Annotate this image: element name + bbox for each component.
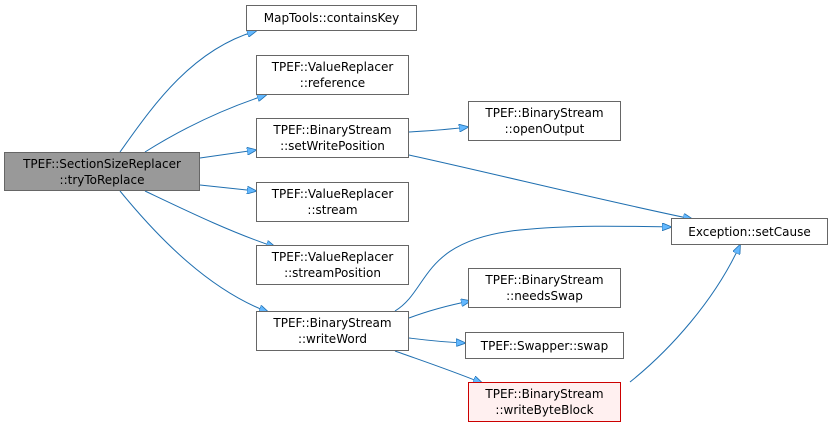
node-writebyteblock[interactable]: TPEF::BinaryStream ::writeByteBlock <box>468 382 621 422</box>
edge-writeword-to-writebyteblock <box>394 350 482 383</box>
node-line1: TPEF::SectionSizeReplacer <box>23 156 181 171</box>
node-line1: Exception::setCause <box>688 224 811 239</box>
node-line1: TPEF::BinaryStream <box>485 273 604 287</box>
edge-writeword-to-swap <box>408 337 465 343</box>
node-line2: ::needsSwap <box>506 289 583 303</box>
node-line1: TPEF::ValueReplacer <box>271 250 394 264</box>
node-line1: TPEF::BinaryStream <box>485 387 604 401</box>
node-writeword[interactable]: TPEF::BinaryStream ::writeWord <box>256 311 409 351</box>
node-streamposition[interactable]: TPEF::ValueReplacer ::streamPosition <box>256 245 409 285</box>
edge-root-to-streamposition <box>144 190 275 247</box>
node-line2: ::stream <box>307 203 358 217</box>
node-line1: TPEF::ValueReplacer <box>271 187 394 201</box>
node-line2: ::streamPosition <box>284 266 381 280</box>
node-stream[interactable]: TPEF::ValueReplacer ::stream <box>256 182 409 222</box>
node-containskey[interactable]: MapTools::containsKey <box>246 5 417 31</box>
edge-root-to-reference <box>144 95 266 153</box>
node-line1: TPEF::Swapper::swap <box>480 338 609 353</box>
node-line1: TPEF::BinaryStream <box>485 106 604 120</box>
node-openoutput[interactable]: TPEF::BinaryStream ::openOutput <box>468 101 621 141</box>
node-needsswap[interactable]: TPEF::BinaryStream ::needsSwap <box>468 268 621 308</box>
edge-writeword-to-setcause <box>394 226 671 312</box>
edge-setwriteposition-to-setcause <box>408 154 692 219</box>
node-line2: ::writeWord <box>297 332 368 346</box>
node-line1: TPEF::BinaryStream <box>273 123 392 137</box>
node-setcause[interactable]: Exception::setCause <box>671 218 828 245</box>
node-line2: ::writeByteBlock <box>495 403 594 417</box>
edge-root-to-containskey <box>119 31 256 153</box>
node-line2: ::reference <box>299 76 366 90</box>
node-line1: TPEF::ValueReplacer <box>271 60 394 74</box>
node-line2: ::tryToReplace <box>59 172 145 187</box>
edge-setwriteposition-to-openoutput <box>408 127 468 133</box>
node-line2: ::openOutput <box>504 122 585 136</box>
node-setwriteposition[interactable]: TPEF::BinaryStream ::setWritePosition <box>256 118 409 158</box>
node-reference[interactable]: TPEF::ValueReplacer ::reference <box>256 55 409 95</box>
edge-writeword-to-needsswap <box>408 301 470 319</box>
edge-writebyteblock-to-setcause <box>629 245 740 383</box>
edge-root-to-setwriteposition <box>199 150 256 159</box>
node-swap[interactable]: TPEF::Swapper::swap <box>465 332 624 359</box>
edge-root-to-writeword <box>119 190 268 312</box>
edge-root-to-stream <box>199 184 256 191</box>
node-line2: ::setWritePosition <box>280 139 385 153</box>
node-line1: MapTools::containsKey <box>263 11 400 25</box>
node-line1: TPEF::BinaryStream <box>273 316 392 330</box>
node-root-trytoreplace: TPEF::SectionSizeReplacer ::tryToReplace <box>4 152 200 191</box>
